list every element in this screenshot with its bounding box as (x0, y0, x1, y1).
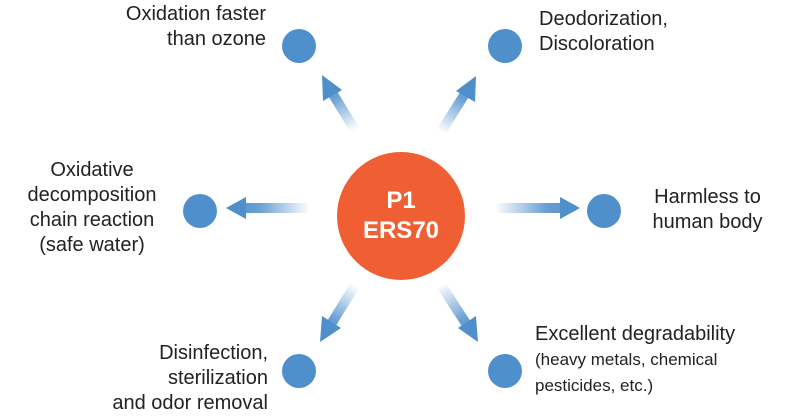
center-node: P1 ERS70 (337, 152, 465, 280)
label-line: Disinfection, (159, 342, 268, 364)
dot-harmless (587, 194, 621, 228)
label-line: and odor removal (112, 392, 268, 414)
arrow-down-left (320, 282, 360, 342)
center-line-2: ERS70 (362, 217, 440, 244)
label-line: (safe water) (39, 234, 145, 256)
dot-oxidation (282, 29, 316, 63)
label-disinfection: Disinfection, sterilization and odor rem… (112, 341, 268, 416)
label-line: Oxidative (50, 159, 134, 181)
label-line: sterilization (167, 367, 268, 389)
label-line: Oxidation faster (125, 3, 266, 25)
label-line: human body (652, 211, 763, 233)
label-line: than ozone (167, 28, 266, 50)
arrow-right (495, 197, 580, 219)
label-line: decomposition (27, 184, 157, 206)
label-line: chain reaction (29, 209, 155, 231)
center-line-1: P1 (386, 187, 416, 214)
arrow-down-right (436, 282, 478, 342)
dot-disinfection (282, 354, 316, 388)
label-line: Excellent degradability (535, 323, 736, 345)
label-line: pesticides, etc.) (535, 376, 654, 395)
dot-deodorization (488, 29, 522, 63)
dot-chain (183, 194, 217, 228)
arrow-left (226, 197, 310, 219)
label-line: Deodorization, (539, 8, 668, 30)
label-oxidation: Oxidation faster than ozone (126, 2, 266, 52)
dot-degradability (488, 354, 522, 388)
label-deodorization: Deodorization, Discoloration (539, 7, 668, 57)
arrow-up-right (436, 76, 476, 135)
label-line: Harmless to (654, 186, 761, 208)
arrow-up-left (322, 75, 360, 133)
label-harmless: Harmless to human body (630, 185, 785, 235)
label-line: Discoloration (539, 33, 655, 55)
label-line: (heavy metals, chemical (535, 350, 718, 369)
label-degradability: Excellent degradability (heavy metals, c… (535, 322, 735, 399)
label-chain: Oxidative decomposition chain reaction (… (14, 158, 170, 258)
